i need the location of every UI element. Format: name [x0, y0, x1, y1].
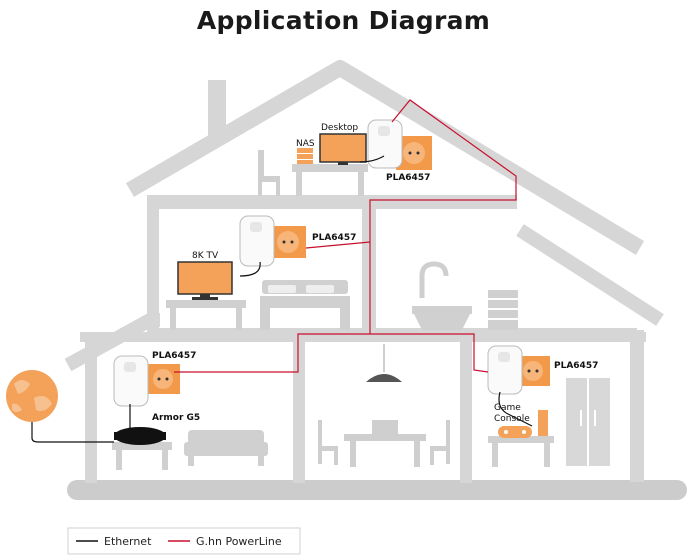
desktop-icon: [319, 133, 367, 165]
second-floor-furniture: [166, 280, 350, 330]
powerline-adapter-attic: [367, 119, 432, 170]
ground-left-furniture: [112, 430, 268, 470]
ground-right-furniture: [488, 378, 610, 467]
legend-powerline-label: G.hn PowerLine: [196, 535, 282, 548]
chimney: [208, 80, 226, 142]
powerline-links: [174, 99, 517, 373]
powerline-adapter-ground-left: [113, 355, 180, 407]
router-label: Armor G5: [152, 413, 200, 423]
game-console-icon: [498, 410, 548, 438]
powerline-adapter-ground-right: [487, 345, 550, 395]
adapter-second-floor-label: PLA6457: [312, 233, 356, 243]
internet-globe-icon: [6, 370, 58, 422]
ethernet-links: [31, 155, 533, 443]
game-console-label-line1: Game: [494, 403, 521, 413]
house-structure: [64, 60, 664, 483]
legend: Ethernet G.hn PowerLine: [67, 527, 301, 555]
diagram-title: Application Diagram: [196, 6, 491, 35]
attic-furniture: [258, 150, 368, 196]
adapter-ground-left-label: PLA6457: [152, 351, 196, 361]
legend-ethernet-label: Ethernet: [104, 535, 152, 548]
nas-label: NAS: [296, 139, 315, 149]
bathroom-furniture: [412, 261, 518, 330]
tv-icon: [177, 261, 233, 300]
dining-furniture: [318, 344, 450, 467]
tv-label: 8K TV: [192, 251, 219, 261]
nas-icon: [297, 148, 313, 164]
adapter-attic-label: PLA6457: [386, 173, 430, 183]
game-console-label-line2: Console: [494, 414, 530, 424]
desktop-label: Desktop: [321, 123, 358, 133]
router-icon: [114, 427, 166, 445]
ground-slab: [67, 480, 687, 500]
powerline-adapter-second-floor: [239, 215, 306, 267]
adapter-ground-right-label: PLA6457: [554, 361, 598, 371]
